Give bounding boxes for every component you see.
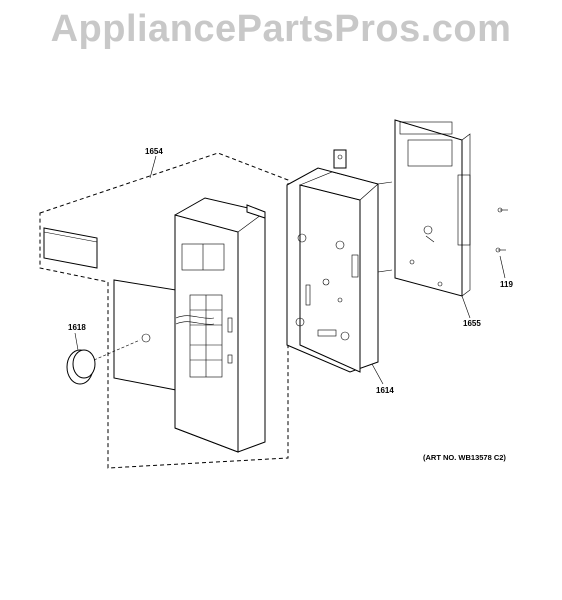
ribbon-cable — [175, 315, 215, 319]
callout-1654: 1654 — [145, 147, 163, 156]
control-board — [394, 119, 471, 297]
assembly-boundary — [39, 152, 289, 469]
callout-119: 119 — [500, 280, 513, 289]
bracket-screws — [377, 181, 393, 273]
art-number: (ART NO. WB13578 C2) — [423, 453, 506, 462]
knob — [66, 339, 141, 385]
site-watermark: AppliancePartsPros.com — [50, 8, 512, 50]
membrane-overlay — [113, 279, 177, 391]
keypad-grid — [189, 294, 223, 378]
mounting-bracket — [286, 149, 379, 373]
callout-1614: 1614 — [376, 386, 394, 395]
callout-1655: 1655 — [463, 319, 481, 328]
window-lens — [43, 227, 98, 269]
control-panel-housing — [174, 197, 266, 453]
screws — [495, 207, 508, 253]
callout-1618: 1618 — [68, 323, 86, 332]
